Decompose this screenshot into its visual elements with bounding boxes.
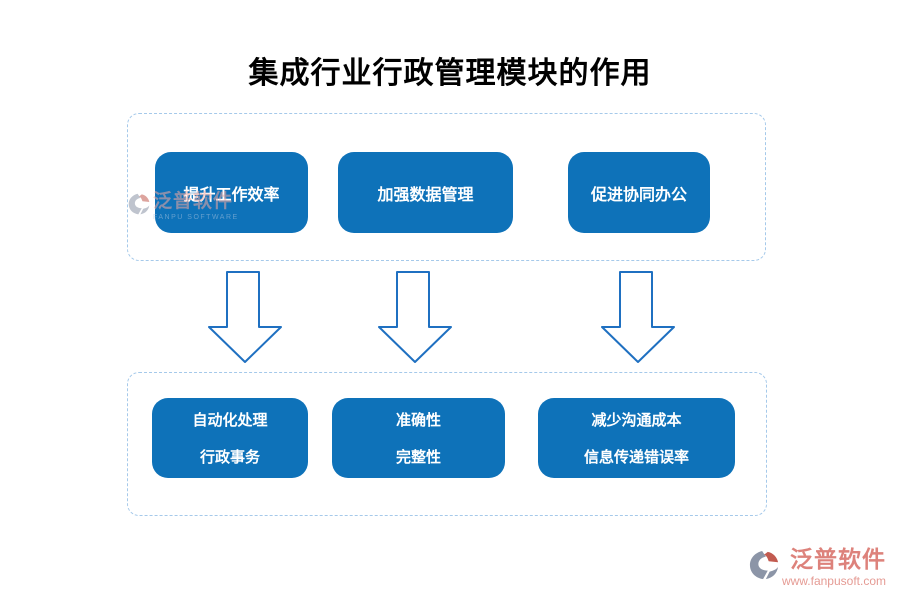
node-label-line1: 减少沟通成本	[591, 412, 682, 429]
diagram-title: 集成行业行政管理模块的作用	[248, 57, 652, 90]
top-group-container	[127, 113, 766, 261]
bottom-group-container	[127, 372, 767, 516]
node-improve-efficiency: 提升工作效率	[155, 152, 308, 233]
down-arrow-icon	[378, 271, 452, 363]
node-automated-processing: 自动化处理 行政事务	[152, 398, 308, 478]
node-reduce-communication-cost: 减少沟通成本 信息传递错误率	[538, 398, 735, 478]
node-label: 提升工作效率	[183, 186, 280, 204]
brand-url: www.fanpusoft.com	[781, 574, 886, 588]
node-promote-collaboration: 促进协同办公	[568, 152, 710, 233]
node-accuracy-completeness: 准确性 完整性	[332, 398, 505, 478]
node-label-line1: 自动化处理	[192, 412, 268, 429]
node-label-line2: 信息传递错误率	[583, 449, 689, 466]
brand-name: 泛普软件	[790, 546, 886, 572]
down-arrow-icon	[208, 271, 282, 363]
node-label: 促进协同办公	[590, 186, 687, 204]
fanpu-logo-icon	[749, 550, 779, 580]
node-strengthen-data-management: 加强数据管理	[338, 152, 513, 233]
brand-logo: 泛普软件 www.fanpusoft.com	[749, 548, 886, 587]
node-label-line2: 行政事务	[199, 449, 260, 466]
node-label-line1: 准确性	[395, 412, 441, 429]
node-label-line2: 完整性	[395, 449, 441, 466]
node-label: 加强数据管理	[377, 186, 474, 204]
down-arrow-icon	[601, 271, 675, 363]
